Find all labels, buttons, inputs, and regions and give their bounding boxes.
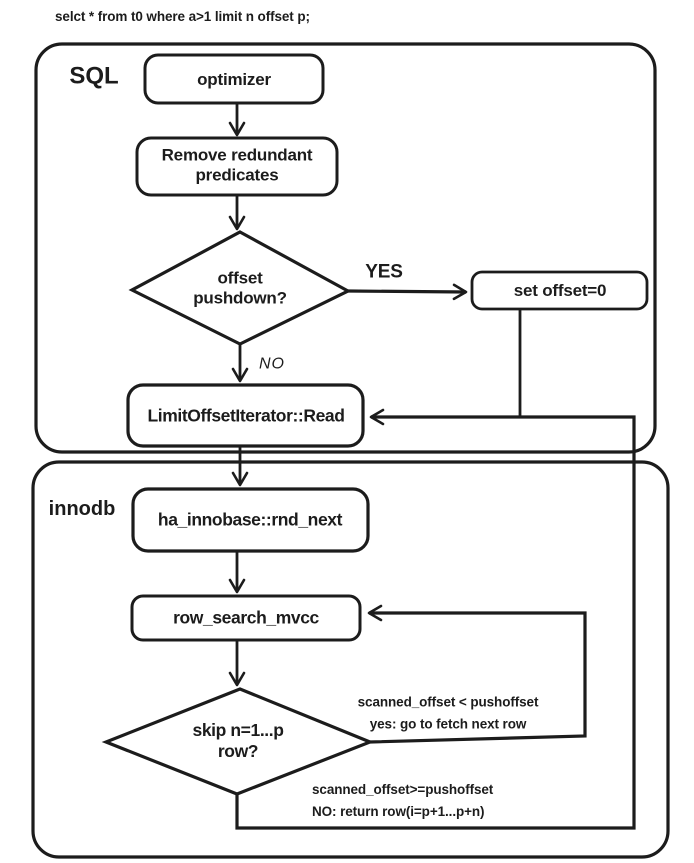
sql-section-box <box>34 42 657 454</box>
optimizer-box <box>143 53 325 105</box>
remove-predicates-label: Remove redundant predicates <box>161 145 313 185</box>
ha-innobase-box <box>131 487 370 553</box>
edge-yes-to-set-offset <box>347 283 468 301</box>
no-edge-label: NO <box>259 355 285 373</box>
row-search-mvcc-box <box>130 594 362 642</box>
innodb-section-label: innodb <box>48 498 116 520</box>
row-search-mvcc-label: row_search_mvcc <box>173 607 319 628</box>
offset-pushdown-label: offset pushdown? <box>193 268 287 308</box>
optimizer-label: optimizer <box>197 69 271 89</box>
yes-edge-label: YES <box>365 261 403 283</box>
sql-query-text: selct * from t0 where a>1 limit n offset… <box>55 9 310 24</box>
fetch-next-note: scanned_offset < pushoffset yes: go to f… <box>357 694 539 731</box>
edge-return-row-loop <box>235 408 636 830</box>
skip-rows-label: skip n=1...p row? <box>192 720 284 761</box>
return-row-note: scanned_offset>=pushoffset NO: return ro… <box>312 782 494 819</box>
remove-predicates-box <box>135 136 339 197</box>
set-offset-box <box>470 270 649 311</box>
offset-pushdown-diamond <box>128 230 352 346</box>
limit-offset-iterator-box <box>126 383 365 448</box>
innodb-section-box <box>31 460 670 859</box>
ha-innobase-label: ha_innobase::rnd_next <box>157 509 343 530</box>
limit-offset-iterator-label: LimitOffsetIterator::Read <box>147 405 345 426</box>
set-offset-label: set offset=0 <box>513 280 607 300</box>
sql-section-label: SQL <box>69 62 119 90</box>
skip-rows-diamond <box>101 687 375 796</box>
edge-fetch-next-loop <box>367 604 587 744</box>
